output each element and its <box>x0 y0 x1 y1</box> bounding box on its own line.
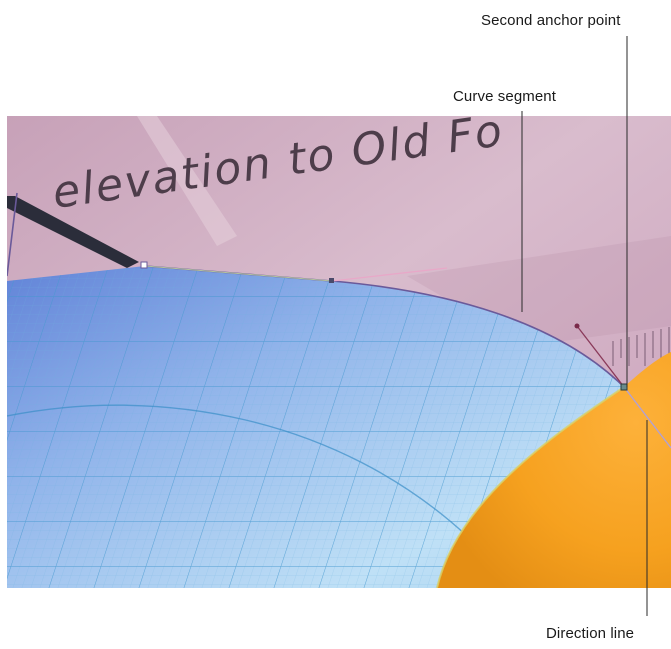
selected-path <box>7 192 625 388</box>
curve-segment-label: Curve segment <box>453 88 557 105</box>
path-highlight <box>144 265 333 282</box>
second-anchor-point-label: Second anchor point <box>481 12 621 29</box>
photo-illustration: elevation to Old Fo <box>7 116 671 588</box>
first-anchor-point <box>140 261 148 269</box>
direction-handle-point <box>574 323 580 329</box>
dark-strip <box>7 196 139 268</box>
orange-object <box>437 352 671 588</box>
middle-anchor-point <box>329 278 334 283</box>
wall-shadow <box>407 236 671 346</box>
direction-line-label: Direction line <box>546 625 635 642</box>
graph-arc <box>7 404 468 537</box>
orange-edge <box>436 386 625 588</box>
direction-line-left <box>331 267 448 282</box>
direction-line-right <box>623 386 671 449</box>
ruler-ticks <box>612 327 670 366</box>
direction-line-handle <box>576 325 625 388</box>
wall-fold <box>137 116 237 246</box>
